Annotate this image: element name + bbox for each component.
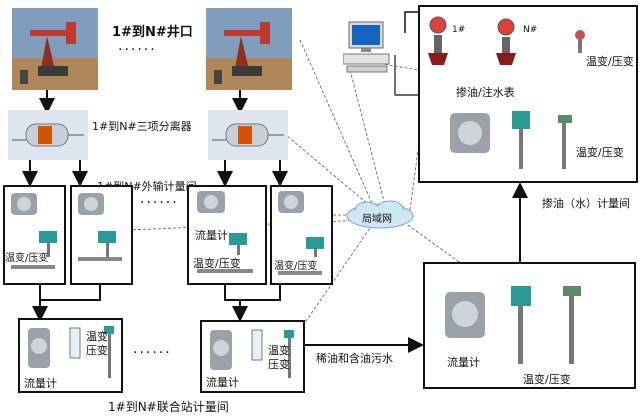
flowmeter-label: 流量计 xyxy=(24,377,57,390)
separator-icon xyxy=(208,110,288,160)
cloud-icon xyxy=(345,198,415,230)
temp-label-stacked: 温变 xyxy=(86,330,108,343)
temp-label-stacked: 温变 xyxy=(268,344,290,357)
temp-pressure-label: 温变/压变 xyxy=(193,257,241,270)
joint-box-n: 流量计 温变 压变 xyxy=(200,320,305,393)
temp-pressure-label: 温变/压变 xyxy=(5,253,49,264)
lan-label: 局域网 xyxy=(362,214,392,225)
pipe-export-right xyxy=(224,285,281,301)
flowmeter-label: 流量计 xyxy=(206,376,239,389)
temp-pressure-label: 温变/压变 xyxy=(523,373,571,386)
flowmeter-label: 流量计 xyxy=(447,356,480,369)
joint-box-1: 流量计 温变 压变 xyxy=(18,318,123,393)
mixing-meter-label: 掺油/注水表 xyxy=(456,86,515,99)
separator-icon xyxy=(8,110,88,160)
line-computer-box xyxy=(404,11,418,33)
export-box-nb: 温变/压变 xyxy=(270,185,333,285)
n-label: N# xyxy=(523,25,538,35)
one-label: 1# xyxy=(452,25,466,35)
pressure-label-stacked: 压变 xyxy=(268,358,290,371)
joint-ellipsis: ······ xyxy=(133,345,172,361)
export-box-1b xyxy=(70,185,133,285)
export-ellipsis: ······ xyxy=(140,195,179,211)
temp-pressure-label: 温变/压变 xyxy=(576,146,624,159)
temp-pressure-label: 温变/压变 xyxy=(274,261,318,272)
pumpjack-icon xyxy=(206,8,292,90)
mixing-station-label: 掺油（水）计量间 xyxy=(542,197,630,210)
temp-pressure-label: 温变/压变 xyxy=(586,55,634,68)
export-box-na: 流量计 温变/压变 xyxy=(187,185,267,285)
joint-station-label: 1#到N#联合站计量间 xyxy=(108,400,229,414)
pumpjack-icon xyxy=(12,8,98,90)
flowmeter-label: 流量计 xyxy=(195,229,228,242)
pressure-label-stacked: 压变 xyxy=(86,344,108,357)
mixing-station-box: 流量计 温变/压变 xyxy=(423,262,636,389)
metering-room-box: 1# N# 温变/压变 掺油/注水表 温变/压变 xyxy=(418,5,638,183)
pipe-export-left xyxy=(39,285,101,301)
computer-icon xyxy=(342,20,393,80)
wells-label: 1#到N#井口 xyxy=(112,25,193,40)
wells-ellipsis: ······ xyxy=(118,42,157,58)
thin-oil-label: 稀油和含油污水 xyxy=(316,352,393,365)
separators-label: 1#到N#三项分离器 xyxy=(92,120,192,133)
export-box-1a: 温变/压变 xyxy=(3,185,66,285)
